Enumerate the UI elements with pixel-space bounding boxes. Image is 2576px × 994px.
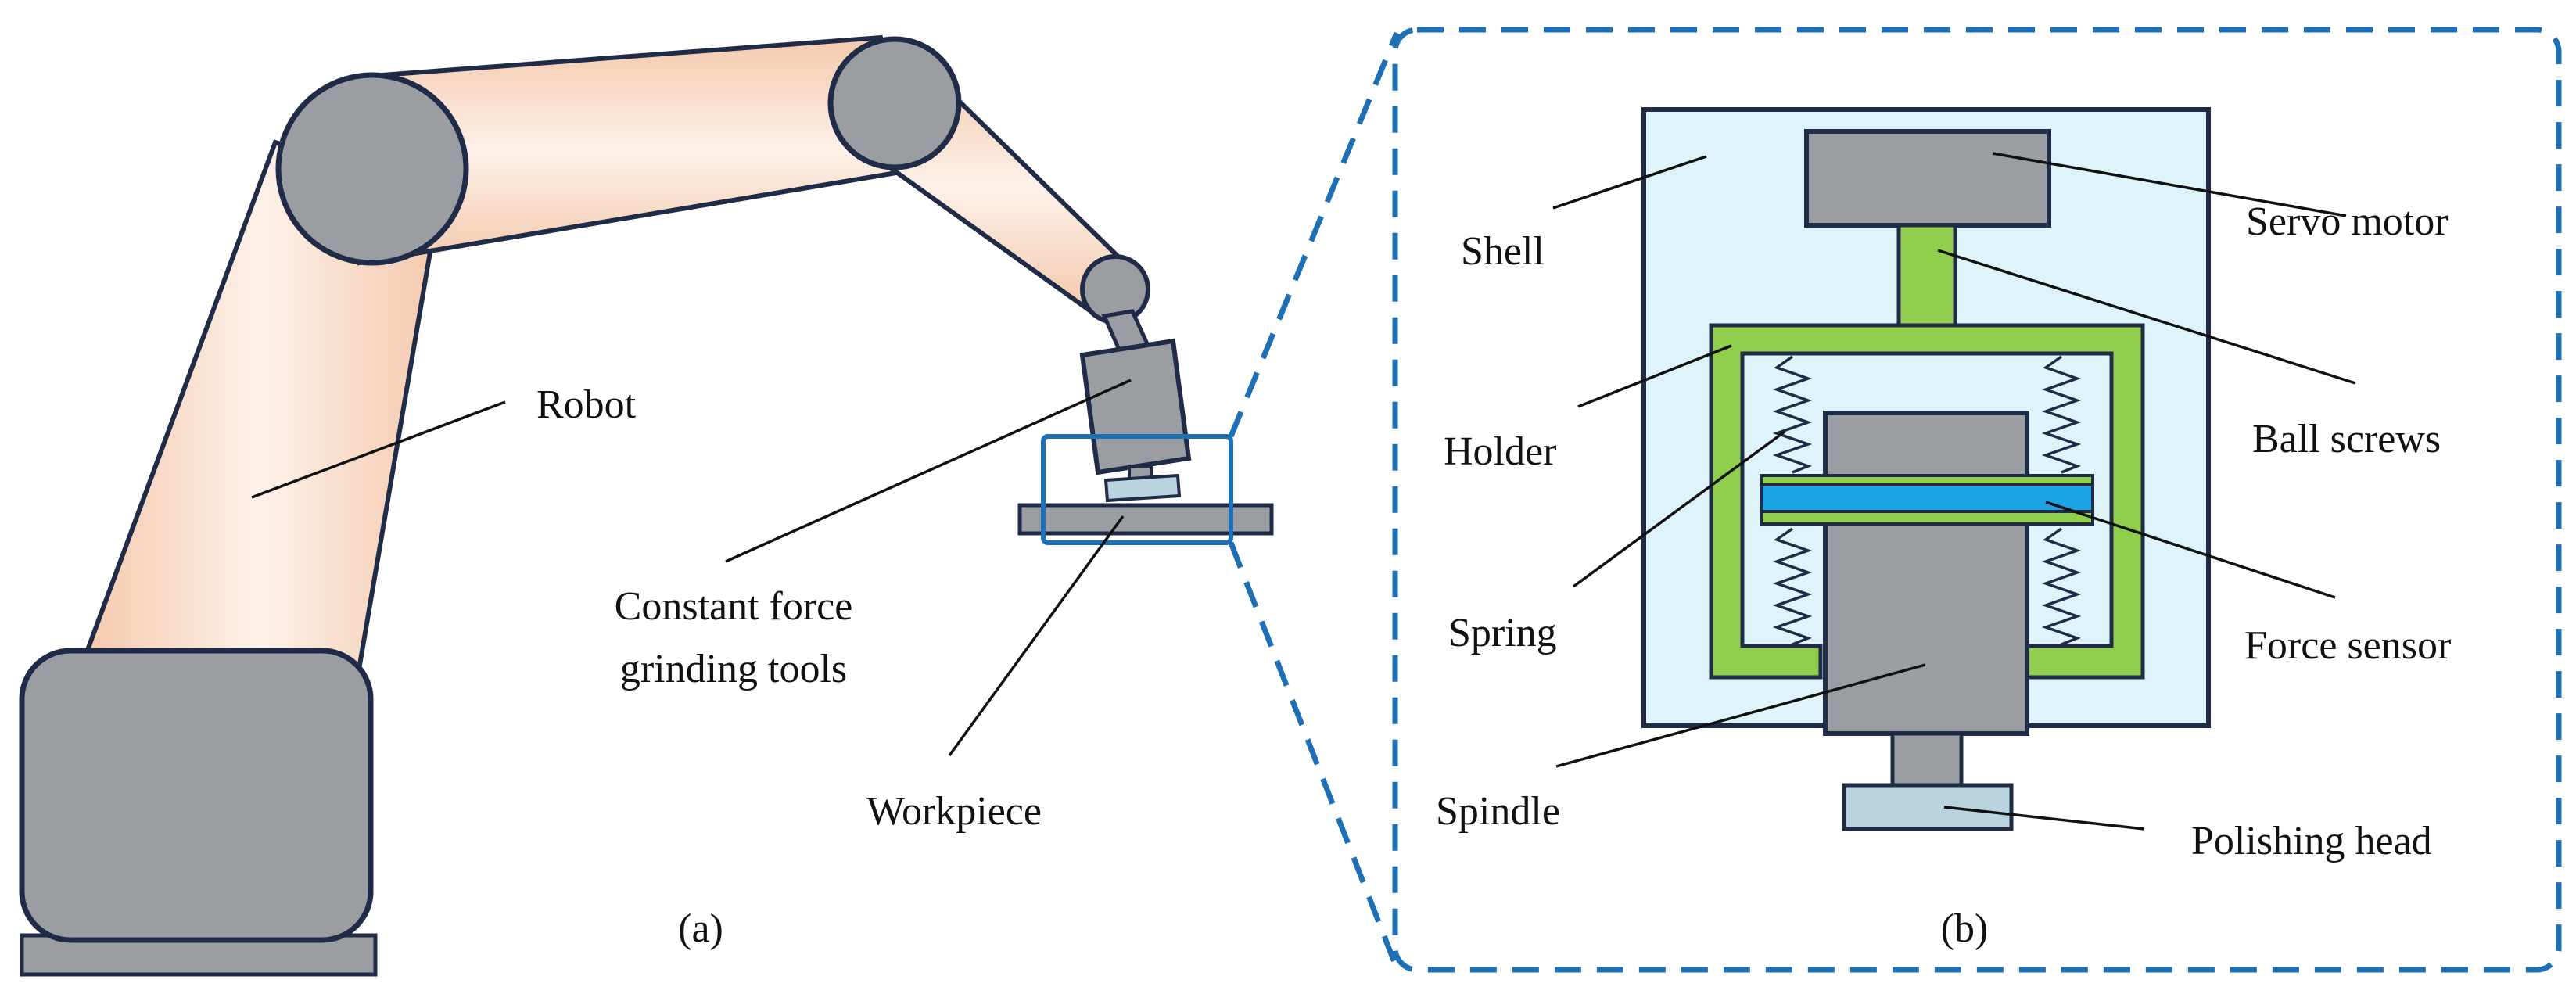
- servo-motor-label: Servo motor: [2246, 199, 2449, 244]
- spindle-neck: [1890, 731, 1964, 788]
- holder-label: Holder: [1444, 429, 1556, 474]
- zoom-region-box: [1041, 434, 1233, 545]
- holder-leader: [1577, 344, 1732, 408]
- force-sensor-leader: [2045, 501, 2336, 599]
- spring-right-lower: [2041, 527, 2082, 646]
- robot-leader: [251, 400, 506, 499]
- workpiece-leader: [948, 515, 1125, 757]
- spring-left-lower: [1772, 527, 1813, 646]
- tool-label-line2: grinding tools: [620, 647, 847, 691]
- panel-b-caption: (b): [1941, 906, 1989, 951]
- ball-screw: [1896, 223, 1957, 328]
- panel-a-leader-lines: [251, 379, 1132, 757]
- workpiece-plate: [1017, 503, 1274, 536]
- spindle: [1823, 411, 2029, 736]
- grinding-tool-detail: [1641, 107, 2211, 831]
- grinding-tool-body: [1079, 338, 1192, 475]
- force-sensor: [1760, 483, 2094, 515]
- holder: [1709, 323, 2145, 680]
- shell-leader: [1552, 155, 1707, 210]
- spring-label: Spring: [1448, 611, 1557, 655]
- zoom-line-top: [1228, 31, 1400, 438]
- tool-label-line1: Constant force: [615, 584, 853, 629]
- polishing-head-leader: [1943, 806, 2145, 831]
- force-sensor-bottom-plate: [1760, 510, 2094, 526]
- robot-label: Robot: [536, 382, 637, 427]
- detail-frame: [1392, 27, 2562, 973]
- panel-b-leader-lines: [1552, 152, 2356, 831]
- spring-left: [1772, 355, 1813, 474]
- robot-base: [19, 648, 374, 943]
- ball-screw-leader: [1937, 249, 2356, 385]
- ball-screws-label: Ball screws: [2252, 417, 2441, 461]
- shoulder-joint: [275, 72, 469, 266]
- workpiece-label: Workpiece: [866, 789, 1042, 834]
- zoom-projection-lines: [1228, 31, 1400, 970]
- elbow-joint: [827, 36, 962, 170]
- grinding-tool-pad: [1103, 473, 1182, 503]
- tool-leader: [725, 379, 1132, 563]
- polishing-head-label: Polishing head: [2191, 819, 2432, 863]
- shell-label: Shell: [1461, 229, 1545, 274]
- polishing-head: [1842, 783, 2014, 831]
- spring-leader: [1572, 430, 1786, 588]
- panel-a-caption: (a): [678, 906, 723, 951]
- spring-right: [2041, 355, 2082, 474]
- force-sensor-label: Force sensor: [2244, 623, 2451, 668]
- zoom-line-bottom: [1228, 541, 1400, 970]
- spindle-leader: [1555, 663, 1926, 768]
- robot: [19, 34, 1274, 977]
- spindle-label: Spindle: [1436, 789, 1560, 834]
- servo-motor-leader: [1992, 152, 2347, 217]
- servo-motor: [1804, 129, 2051, 228]
